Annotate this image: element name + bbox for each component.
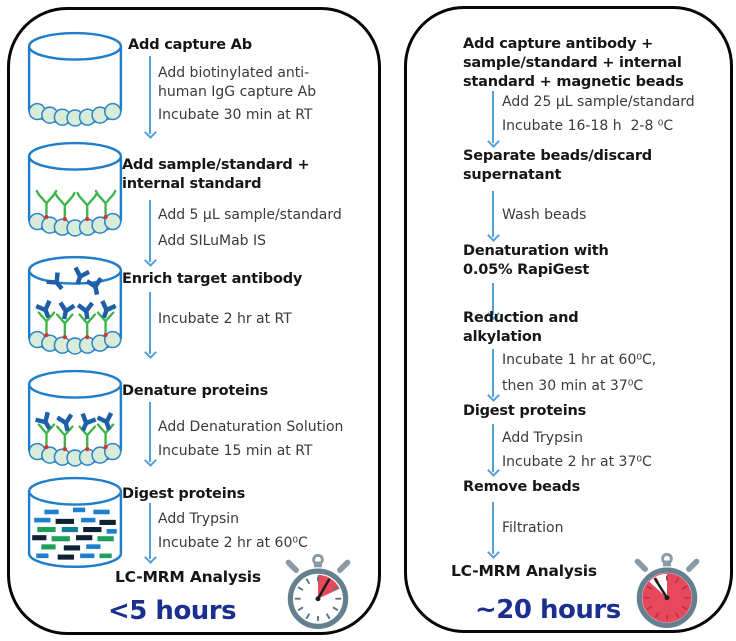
step-title: Add capture antibody + sample/standard +…: [463, 36, 684, 90]
down-arrow-icon: [144, 503, 156, 563]
analysis-label: LC-MRM Analysis: [115, 568, 261, 586]
step-title: Denaturation with 0.05% RapiGest: [463, 243, 609, 278]
well-denatured-antibody-icon: [27, 369, 123, 467]
duration-label: ~20 hours: [475, 595, 621, 625]
step-note: Add Trypsin: [502, 430, 584, 446]
step-title: Separate beads/discard supernatant: [463, 148, 652, 183]
analysis-label: LC-MRM Analysis: [451, 562, 597, 580]
step-note: Filtration: [502, 520, 564, 536]
step-note: Wash beads: [502, 207, 587, 223]
step-note: Add Denaturation Solution: [158, 419, 344, 435]
step-title: Remove beads: [463, 479, 581, 495]
step-title: Denature proteins: [122, 383, 269, 399]
well-beads-icon: [27, 31, 123, 127]
step-title: Digest proteins: [122, 486, 246, 502]
step-note: Incubate 2 hr at 37⁰C: [502, 454, 652, 470]
down-arrow-icon: [144, 402, 156, 466]
step-title: Digest proteins: [463, 403, 587, 419]
down-arrow-icon: [144, 292, 156, 358]
step-note: Incubate 2 hr at 60⁰C: [158, 535, 308, 551]
down-arrow-icon: [487, 502, 499, 558]
down-arrow-icon: [487, 191, 499, 241]
step-note: Incubate 2 hr at RT: [158, 311, 292, 327]
step-note: Incubate 16-18 h 2-8 ⁰C: [502, 118, 674, 134]
well-green-antibody-icon: [27, 141, 123, 237]
left-protocol-panel: Add capture Ab Add biotinylated anti- hu…: [7, 7, 381, 635]
down-arrow-icon: [487, 349, 499, 401]
step-title: Enrich target antibody: [122, 271, 303, 287]
step-title: Add capture Ab: [128, 37, 252, 53]
stopwatch-quarter-red-icon: [285, 553, 351, 629]
stopwatch-full-red-icon: [634, 552, 700, 628]
right-protocol-panel: Add capture antibody + sample/standard +…: [404, 6, 733, 633]
step-note: Add SILuMab IS: [158, 233, 267, 249]
step-note: Add 25 μL sample/standard: [502, 94, 695, 110]
step-note: Add biotinylated anti- human IgG capture…: [158, 65, 317, 100]
step-title: Add sample/standard + internal standard: [122, 157, 310, 192]
step-note: Add 5 μL sample/standard: [158, 207, 342, 223]
well-enriched-antibody-icon: [27, 255, 123, 355]
step-note: Incubate 15 min at RT: [158, 443, 313, 459]
well-peptide-fragments-icon: [27, 476, 123, 569]
duration-label: <5 hours: [108, 596, 237, 626]
step-note: Add Trypsin: [158, 511, 240, 527]
step-note: Incubate 1 hr at 60⁰C,: [502, 352, 657, 368]
down-arrow-icon: [144, 200, 156, 266]
down-arrow-icon: [487, 91, 499, 147]
step-note: then 30 min at 37⁰C: [502, 378, 644, 394]
down-arrow-icon: [144, 56, 156, 138]
step-note: Incubate 30 min at RT: [158, 107, 313, 123]
down-arrow-icon: [487, 283, 499, 319]
down-arrow-icon: [487, 424, 499, 476]
step-title: Reduction and alkylation: [463, 310, 579, 345]
